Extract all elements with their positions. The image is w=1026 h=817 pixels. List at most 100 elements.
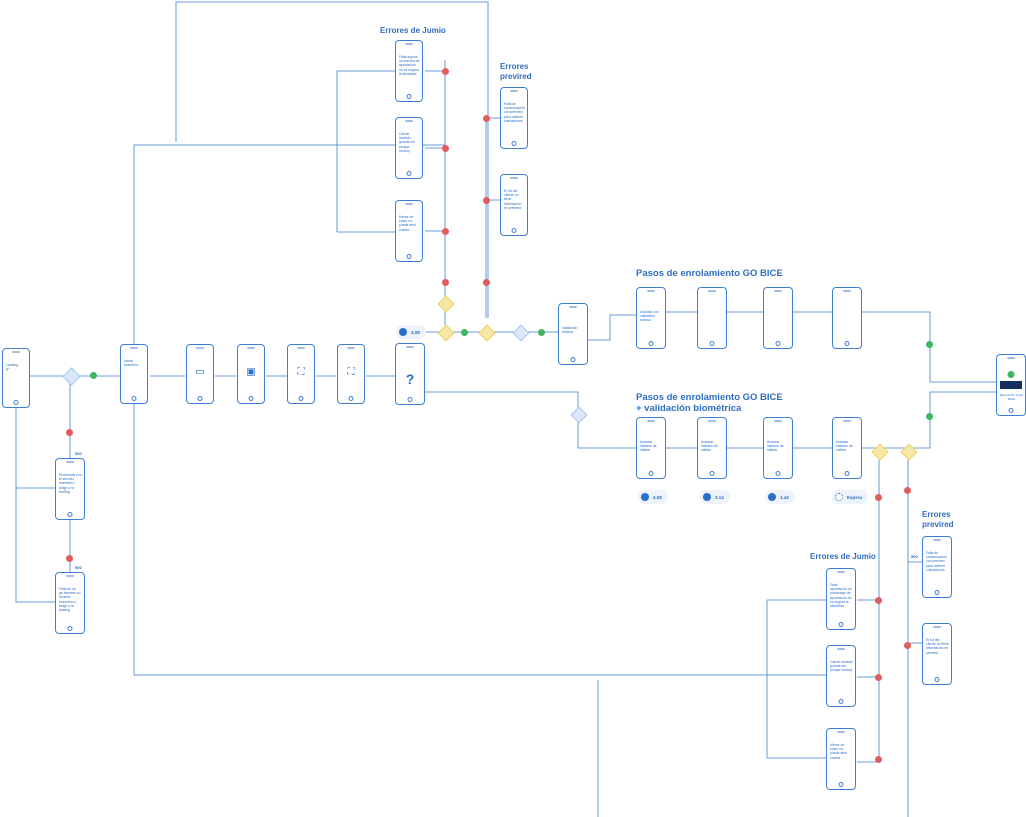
landing-sub: g^ — [6, 367, 10, 372]
section-title-errores-jumio-bottom: Errores de Jumio — [810, 552, 876, 561]
error-icon — [66, 429, 73, 436]
phone-notch — [510, 90, 518, 92]
phone-notch — [647, 420, 655, 422]
badge-bio-1: 4.08 — [638, 490, 668, 504]
screen-go-3[interactable] — [763, 287, 793, 349]
screen-bio-2[interactable]: Avanzar intentos de validar — [697, 417, 727, 479]
screen-question[interactable]: ? — [395, 343, 425, 405]
screen-final[interactable]: Bienvenido a GO BICE — [996, 354, 1026, 416]
screen-iniciar-biometria[interactable]: Iniciar biometría — [120, 344, 148, 404]
screen-previred-top-1[interactable]: Falla de comunicación con previred para … — [500, 87, 528, 149]
badge-text: Espera — [847, 494, 863, 500]
ok-icon — [926, 341, 933, 348]
screen-jumio-b-3[interactable]: Menor de edad, no puede abrir cuenta — [826, 728, 856, 790]
screen-label: El rut del cliente no tiene información … — [504, 189, 522, 210]
screen-go-1[interactable]: Avanzar con validación exitosa — [636, 287, 666, 349]
phone-home-button — [348, 396, 354, 401]
screen-scan-2[interactable]: ▣ — [237, 344, 265, 404]
error-icon — [483, 115, 490, 122]
error-icon — [442, 279, 449, 286]
phone-notch — [510, 177, 518, 179]
phone-home-button — [844, 341, 850, 346]
screen-jumio-b-1[interactable]: Falla aprobación no porcentaje de aproba… — [826, 568, 856, 630]
screen-label: Falla aprobación no porcentaje de aproba… — [830, 583, 852, 609]
badge-bio-4: Espera — [832, 490, 869, 504]
phone-home-button — [838, 699, 844, 704]
screen-label: Menor de edad, no puede abrir cuenta — [830, 743, 848, 760]
phone-home-button — [570, 357, 576, 362]
screen-label: Avanzar intentos de validar — [767, 440, 784, 453]
screen-label: Falla alguna ocurrencia de aprobación no… — [399, 55, 420, 76]
phone-home-button — [838, 782, 844, 787]
error-icon — [442, 228, 449, 235]
phone-home-button — [709, 471, 715, 476]
screen-scan-3[interactable]: ⛶ — [287, 344, 315, 404]
screen-bio-1[interactable]: Avanzar intentos de validar — [636, 417, 666, 479]
phone-home-button — [511, 141, 517, 146]
error-icon — [875, 597, 882, 604]
screen-label: Validación exitosa — [562, 326, 578, 335]
screen-label: Avanzar intentos de validar — [640, 440, 657, 453]
phone-home-button — [13, 400, 19, 405]
phone-notch — [347, 347, 355, 349]
phone-home-button — [407, 397, 413, 402]
screen-label: Carnet invalido (puede ser porque vencio… — [399, 132, 416, 153]
phone-notch — [247, 347, 255, 349]
phone-home-button — [511, 228, 517, 233]
screen-label: Bienvenido a GO BICE — [1000, 393, 1023, 402]
error-icon — [904, 642, 911, 649]
phone-home-button — [67, 512, 73, 517]
screen-jumio-b-2[interactable]: Carnet invalido (puede ser porque vencio… — [826, 645, 856, 707]
error-icon — [875, 674, 882, 681]
phone-notch — [837, 648, 845, 650]
phone-home-button — [775, 341, 781, 346]
phone-home-button — [197, 396, 203, 401]
phone-notch — [837, 571, 845, 573]
screen-previred-b-1[interactable]: Falla de comunicación con previred para … — [922, 536, 952, 598]
error-icon — [483, 197, 490, 204]
landing-title: Landing — [6, 363, 19, 367]
screen-jumio-top-1[interactable]: Falla alguna ocurrencia de aprobación no… — [395, 40, 423, 102]
screen-previred-b-2[interactable]: El rut del cliente no tiene información … — [922, 623, 952, 685]
error-code-left-2: 500 — [75, 565, 82, 570]
screen-previred-top-2[interactable]: El rut del cliente no tiene información … — [500, 174, 528, 236]
screen-scan-4[interactable]: ⛶ — [337, 344, 365, 404]
phone-home-button — [406, 254, 412, 259]
screen-error-left-2[interactable]: Falla de un ge.biometri-co invalido biom… — [55, 572, 85, 634]
badge-bio-3: 1.44 — [765, 490, 795, 504]
section-title-errores-jumio-top: Errores de Jumio — [380, 26, 446, 35]
screen-bio-3[interactable]: Avanzar intentos de validar — [763, 417, 793, 479]
screen-go-4[interactable] — [832, 287, 862, 349]
error-icon — [66, 555, 73, 562]
phone-home-button — [844, 471, 850, 476]
badge-text: 4.08 — [653, 494, 662, 500]
phone-home-button — [298, 396, 304, 401]
badge-bio-2: 3.14 — [700, 490, 730, 504]
phone-notch — [708, 290, 716, 292]
screen-error-left-1[interactable]: Problemas con el servicio biometria / di… — [55, 458, 85, 520]
phone-home-button — [67, 626, 73, 631]
phone-home-button — [838, 622, 844, 627]
error-code-left-1: 500 — [75, 451, 82, 456]
screen-label: Falla de un ge.biometri-co invalido biom… — [59, 587, 81, 613]
badge-dot — [641, 493, 649, 501]
phone-notch — [406, 346, 414, 348]
check-icon — [1007, 371, 1015, 378]
phone-notch — [297, 347, 305, 349]
screen-validacion-exitosa[interactable]: Validación exitosa — [558, 303, 588, 365]
phone-home-button — [131, 396, 137, 401]
phone-home-button — [406, 171, 412, 176]
screen-go-2[interactable] — [697, 287, 727, 349]
screen-bio-4[interactable]: Avanzar intentos de validar — [832, 417, 862, 479]
ok-icon — [926, 413, 933, 420]
error-icon — [442, 68, 449, 75]
phone-notch — [843, 290, 851, 292]
screen-jumio-top-2[interactable]: Carnet invalido (puede ser porque vencio… — [395, 117, 423, 179]
screen-scan-1[interactable]: ▭ — [186, 344, 214, 404]
screen-jumio-top-3[interactable]: Menor de edad, no puede abrir cuenta — [395, 200, 423, 262]
badge-dot — [835, 493, 843, 501]
camera-icon: ⛶ — [347, 366, 355, 378]
badge-text: 4.08 — [411, 329, 420, 335]
phone-home-button — [1008, 408, 1014, 413]
